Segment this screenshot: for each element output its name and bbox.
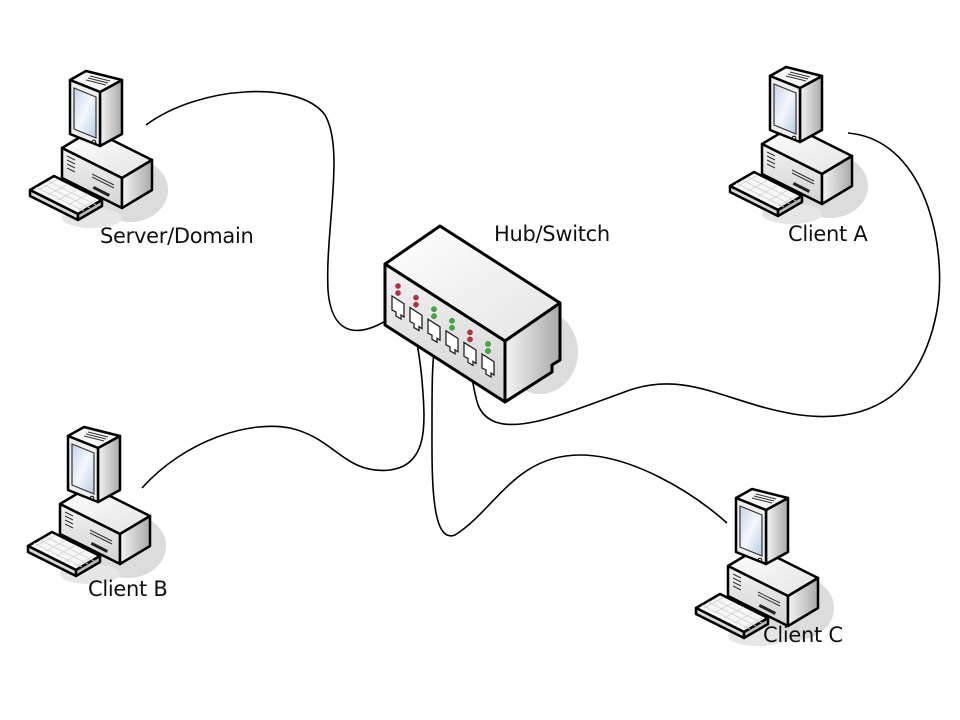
hub-port-6 [481, 352, 495, 379]
port-5-led-2-red [467, 336, 473, 343]
cable-client-b-to-hub [141, 329, 425, 489]
port-1-led-2-red [395, 290, 401, 296]
hub-port-2 [409, 306, 423, 332]
hub-port-5 [463, 341, 477, 367]
hub-switch [383, 224, 578, 404]
port-2-led-1-red [413, 294, 419, 301]
port-5-led-1-red [467, 329, 473, 336]
cable-server-to-hub [145, 90, 399, 332]
port-2-led-2-red [413, 301, 419, 308]
client-b-label: Client B [88, 577, 168, 601]
hub-port-1 [391, 294, 405, 321]
port-6-led-2-green [485, 348, 491, 354]
client-c-label: Client C [763, 623, 843, 647]
client-a-computer-icon [728, 65, 870, 226]
hub-switch-label: Hub/Switch [494, 222, 610, 246]
hub-ports [391, 283, 495, 379]
port-3-led-1-green [431, 306, 437, 313]
client-a-label: Client A [788, 222, 868, 246]
port-4-led-2-green [449, 324, 455, 331]
port-3-led-2-green [431, 313, 437, 320]
cable-client-c-to-hub [431, 334, 728, 537]
server-computer-icon [28, 69, 170, 230]
port-6-led-1-green [485, 341, 491, 347]
cables [141, 90, 941, 537]
server-domain-label: Server/Domain [100, 224, 254, 248]
cable-client-a-to-hub [468, 132, 941, 426]
hub-port-3 [427, 318, 441, 344]
port-1-led-1-red [395, 283, 401, 289]
port-4-led-1-green [449, 317, 455, 324]
client-b-computer-icon [26, 425, 168, 586]
hub-port-4 [445, 329, 459, 355]
